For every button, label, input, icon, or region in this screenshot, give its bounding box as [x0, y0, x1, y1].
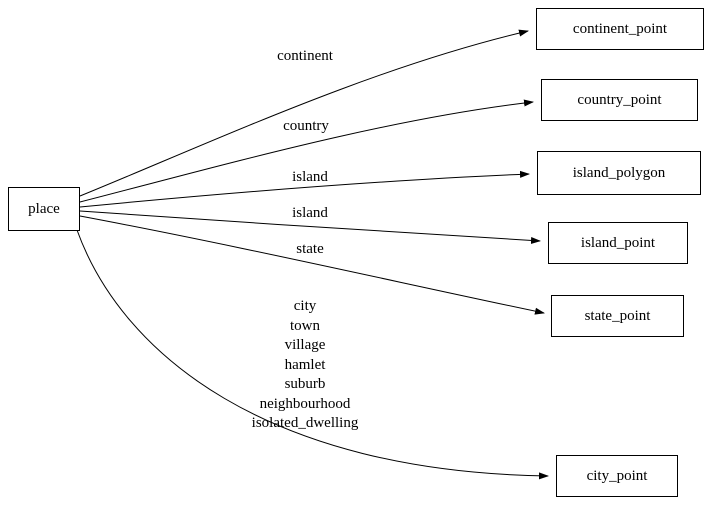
node-state-point-label: state_point — [584, 307, 651, 324]
edge-label-city-line: city — [293, 298, 317, 314]
node-place: place — [8, 187, 80, 231]
edge-place-state_point — [79, 215, 545, 315]
edge-place-city_point — [76, 229, 549, 480]
edge-label-state: state — [296, 241, 324, 257]
edge-label-island-point: island — [292, 205, 328, 221]
node-country-point: country_point — [541, 79, 698, 121]
edge-place-continent_point — [79, 29, 529, 197]
node-city-point: city_point — [556, 455, 678, 497]
edge-place-country_point — [79, 99, 534, 203]
node-island-point-label: island_point — [580, 234, 656, 251]
node-continent-point: continent_point — [536, 8, 704, 50]
edge-label-town-line: town — [290, 317, 320, 334]
node-continent-point-label: continent_point — [572, 20, 668, 37]
node-state-point: state_point — [551, 295, 684, 337]
edge-label-city-group: city town village hamlet suburb neighbou… — [252, 297, 359, 434]
node-island-polygon-label: island_polygon — [572, 164, 666, 181]
edge-label-suburb-line: suburb — [284, 376, 326, 392]
edge-label-village-line: village — [284, 337, 326, 353]
node-city-point-label: city_point — [586, 467, 648, 484]
node-island-point: island_point — [548, 222, 688, 264]
edge-label-hamlet-line: hamlet — [284, 356, 326, 373]
edge-label-country: country — [283, 118, 329, 134]
node-place-label: place — [28, 200, 60, 217]
node-country-point-label: country_point — [577, 91, 662, 108]
edge-place-island_polygon — [79, 170, 530, 208]
edge-label-neighbourhood-line: neighbourhood — [259, 395, 351, 412]
edge-label-continent: continent — [277, 48, 333, 64]
edge-label-isolated-dwelling-line: isolated_dwelling — [251, 415, 359, 431]
edge-place-island_point — [79, 210, 541, 244]
edge-label-island-polygon: island — [292, 169, 328, 185]
node-island-polygon: island_polygon — [537, 151, 701, 195]
